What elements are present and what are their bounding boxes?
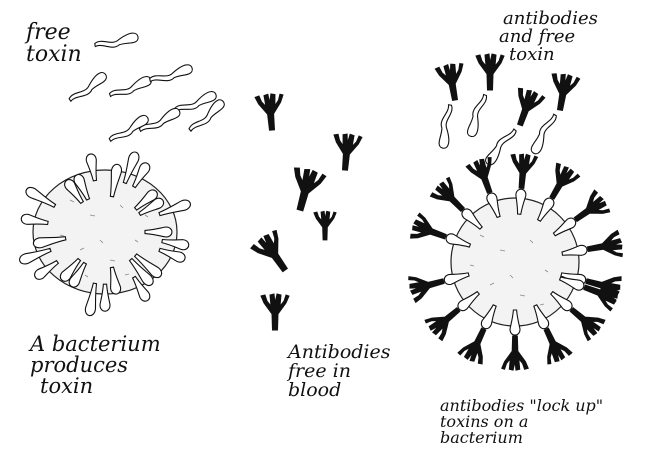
label-bacterium-produces-toxin: A bacterium produces toxin bbox=[30, 334, 161, 397]
toxin-molecule bbox=[528, 112, 559, 155]
antibody bbox=[261, 294, 289, 330]
antibody bbox=[507, 86, 546, 129]
free-toxin-molecule bbox=[67, 71, 109, 105]
toxin-molecule bbox=[437, 104, 455, 149]
label-line: bacterium bbox=[440, 430, 603, 446]
bound-antibody bbox=[457, 323, 496, 365]
free-antibodies bbox=[250, 93, 362, 330]
label-line: produces bbox=[30, 355, 161, 376]
antibody bbox=[331, 133, 362, 171]
antibody bbox=[255, 93, 286, 131]
free-toxin-molecules bbox=[67, 32, 227, 144]
free-toxin-molecule bbox=[149, 64, 194, 86]
antibody bbox=[250, 229, 298, 279]
bound-antibody bbox=[502, 336, 529, 370]
label-antibodies-free-in-blood: Antibodies free in blood bbox=[288, 343, 391, 400]
free-toxin-molecule bbox=[108, 75, 153, 100]
label-antibodies-lock-up-toxins: antibodies "lock up" toxins on a bacteri… bbox=[440, 398, 603, 446]
label-line: toxin bbox=[509, 46, 598, 64]
antibody bbox=[435, 62, 469, 102]
bound-antibody bbox=[409, 212, 450, 249]
label-line: blood bbox=[288, 381, 391, 400]
bound-antibody bbox=[508, 153, 537, 189]
bound-antibody bbox=[540, 162, 580, 205]
label-line: free bbox=[26, 22, 82, 44]
label-free-toxin: free toxin bbox=[26, 22, 82, 66]
antibody bbox=[476, 54, 504, 90]
bound-antibody bbox=[534, 323, 573, 365]
antibody bbox=[284, 166, 326, 214]
bound-antibody bbox=[465, 156, 502, 197]
label-line: toxin bbox=[40, 376, 161, 397]
antibody bbox=[546, 72, 580, 112]
antibody bbox=[314, 211, 336, 240]
label-antibodies-and-free-toxin: antibodies and free toxin bbox=[503, 10, 598, 64]
bound-antibody bbox=[407, 268, 447, 303]
label-line: toxin bbox=[26, 44, 82, 66]
toxin-molecule bbox=[465, 93, 490, 138]
antibody-toxin-pairs bbox=[435, 54, 580, 167]
free-toxin-molecule bbox=[94, 32, 139, 50]
label-line: A bacterium bbox=[30, 334, 161, 355]
bound-antibody bbox=[586, 230, 624, 262]
